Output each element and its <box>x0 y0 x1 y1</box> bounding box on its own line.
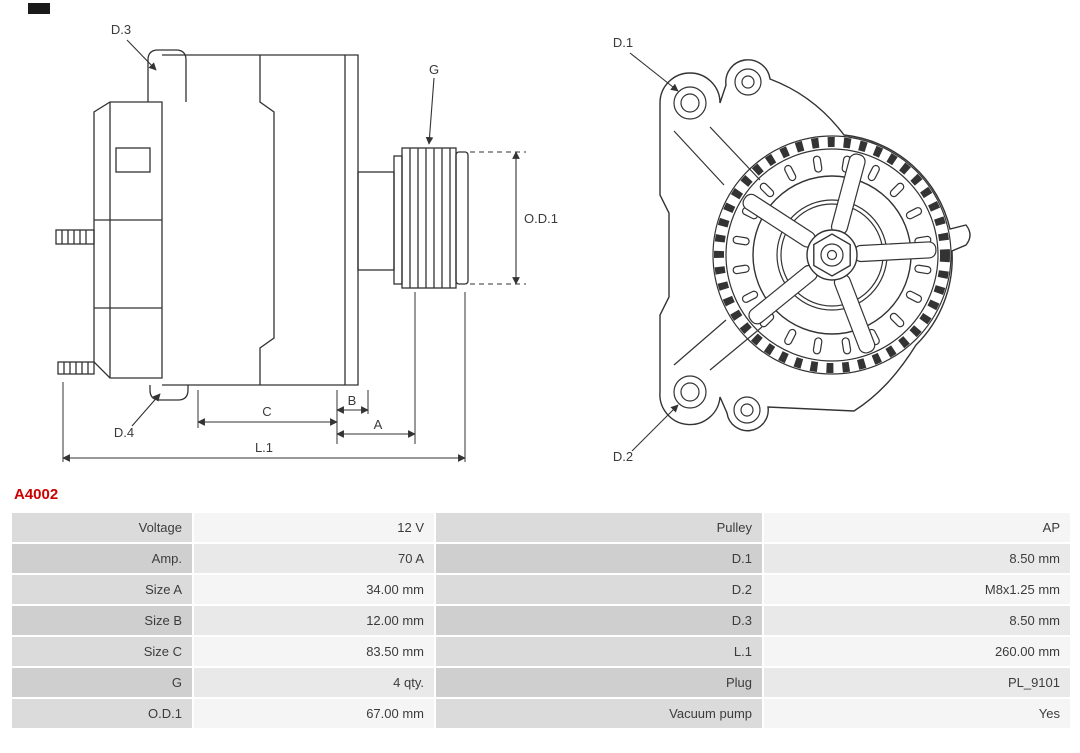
table-row: Size B 12.00 mm D.3 8.50 mm <box>12 606 1070 635</box>
spec-label-cell: O.D.1 <box>12 699 192 728</box>
fan-spokes <box>742 153 937 354</box>
spec-value-cell: 260.00 mm <box>764 637 1070 666</box>
dimension-b: B <box>336 393 369 414</box>
spec-label-cell: G <box>12 668 192 697</box>
spec-value-cell: 34.00 mm <box>194 575 434 604</box>
g-leader-arrow <box>425 77 435 145</box>
table-row: Amp. 70 A D.1 8.50 mm <box>12 544 1070 573</box>
dimension-label-g: G <box>429 62 439 77</box>
part-number: A4002 <box>14 486 59 503</box>
stator-outer-ring <box>712 135 952 375</box>
spec-label-cell: Size C <box>12 637 192 666</box>
logo-mark <box>28 3 50 14</box>
shaft-center-dot <box>826 249 838 261</box>
spec-value-cell: 4 qty. <box>194 668 434 697</box>
spec-label-cell: Plug <box>436 668 762 697</box>
table-row: Size C 83.50 mm L.1 260.00 mm <box>12 637 1070 666</box>
d4-leader-arrow <box>131 393 161 427</box>
dimension-label-a: A <box>374 417 383 432</box>
spec-value-cell: 8.50 mm <box>764 544 1070 573</box>
main-body <box>162 54 359 386</box>
spec-value-cell: M8x1.25 mm <box>764 575 1070 604</box>
dimension-label-d4: D.4 <box>114 425 134 440</box>
rear-housing <box>93 101 163 379</box>
table-row: Voltage 12 V Pulley AP <box>12 513 1070 542</box>
d2-leader-arrow <box>631 404 679 452</box>
spec-label-cell: Amp. <box>12 544 192 573</box>
dimension-a: A <box>336 417 416 438</box>
spec-value-cell: 12 V <box>194 513 434 542</box>
stator-fin-ring <box>714 137 950 373</box>
d1-leader-arrow <box>629 52 679 92</box>
terminal-studs <box>55 229 95 375</box>
mounting-holes <box>673 68 762 424</box>
dimension-label-d2: D.2 <box>613 449 633 464</box>
spec-value-cell: 67.00 mm <box>194 699 434 728</box>
spec-value-cell: 83.50 mm <box>194 637 434 666</box>
table-row: O.D.1 67.00 mm Vacuum pump Yes <box>12 699 1070 728</box>
spec-label-cell: Vacuum pump <box>436 699 762 728</box>
spec-label-cell: Voltage <box>12 513 192 542</box>
spec-label-cell: Size A <box>12 575 192 604</box>
dimension-l1: L.1 <box>62 440 466 462</box>
spec-value-cell: PL_9101 <box>764 668 1070 697</box>
spec-label-cell: Size B <box>12 606 192 635</box>
spec-value-cell: 70 A <box>194 544 434 573</box>
table-row: G 4 qty. Plug PL_9101 <box>12 668 1070 697</box>
spec-value-cell: AP <box>764 513 1070 542</box>
spec-label-cell: Pulley <box>436 513 762 542</box>
spec-label-cell: D.2 <box>436 575 762 604</box>
dimension-label-od1: O.D.1 <box>524 211 558 226</box>
dimension-label-d3: D.3 <box>111 22 131 37</box>
technical-drawing-area: G O.D.1 D.3 D.4 C B <box>55 22 971 464</box>
spec-label-cell: D.1 <box>436 544 762 573</box>
alternator-front-view-diagram: D.1 D.2 <box>613 35 971 464</box>
dimension-label-l1: L.1 <box>255 440 273 455</box>
spec-value-cell: 8.50 mm <box>764 606 1070 635</box>
table-row: Size A 34.00 mm D.2 M8x1.25 mm <box>12 575 1070 604</box>
dimension-c: C <box>197 404 338 426</box>
dimension-label-b: B <box>348 393 357 408</box>
spec-label-cell: L.1 <box>436 637 762 666</box>
housing-arm-lines <box>673 126 763 371</box>
od1-dimension: O.D.1 <box>470 151 558 285</box>
d3-leader-arrow <box>126 39 157 71</box>
dimension-label-c: C <box>262 404 271 419</box>
alternator-side-view-diagram: G O.D.1 D.3 D.4 C B <box>55 22 558 462</box>
mounting-ears <box>147 49 189 401</box>
shaft-circle <box>820 243 844 267</box>
specifications-table: Voltage 12 V Pulley AP Amp. 70 A D.1 8.5… <box>10 511 1072 730</box>
spec-value-cell: 12.00 mm <box>194 606 434 635</box>
pulley-side <box>357 147 469 289</box>
spec-label-cell: D.3 <box>436 606 762 635</box>
dimension-label-d1: D.1 <box>613 35 633 50</box>
stator-inner-ring <box>725 148 939 362</box>
spec-value-cell: Yes <box>764 699 1070 728</box>
shaft-hex-nut <box>813 233 851 277</box>
